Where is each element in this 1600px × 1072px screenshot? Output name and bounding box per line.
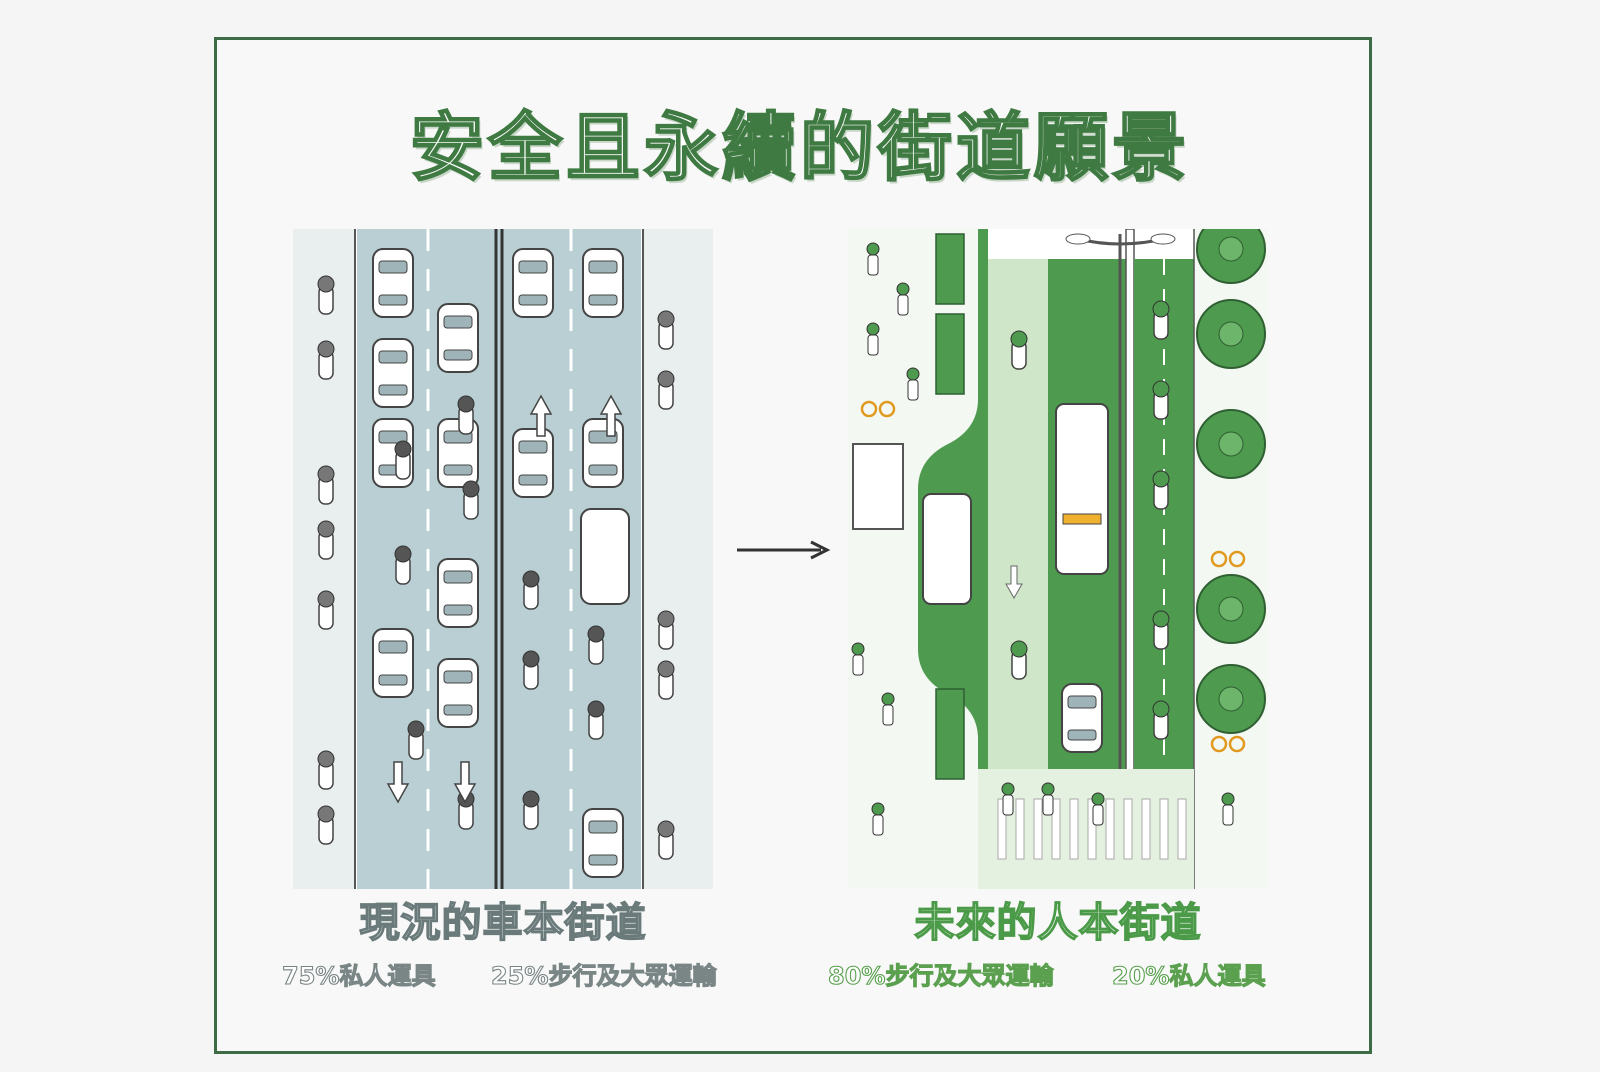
van-icon <box>922 493 972 605</box>
scooter-icon <box>317 340 335 380</box>
scooter-icon <box>1152 470 1170 510</box>
car-icon <box>512 248 554 318</box>
scooter-icon <box>1152 610 1170 650</box>
pedestrian-icon <box>1221 792 1235 826</box>
car-icon <box>372 628 414 698</box>
scooter-icon <box>457 395 475 435</box>
future-private-share: 20%私人運具 <box>1111 961 1266 990</box>
scooter-icon <box>394 545 412 585</box>
pedestrian-icon <box>866 242 880 276</box>
car-icon <box>437 558 479 628</box>
scooter-icon <box>1010 640 1028 680</box>
scooter-icon <box>394 440 412 480</box>
pedestrian-icon <box>871 802 885 836</box>
bicycle-icon <box>1210 735 1246 753</box>
tree-icon <box>1196 409 1266 479</box>
scooter-icon <box>1010 330 1028 370</box>
scooter-icon <box>1152 300 1170 340</box>
car-icon <box>372 248 414 318</box>
future-street-caption: 未來的人本街道 <box>914 899 1202 947</box>
pedestrian-icon <box>866 322 880 356</box>
car-icon <box>372 338 414 408</box>
tree-icon <box>1196 299 1266 369</box>
scooter-icon <box>317 275 335 315</box>
pedestrian-icon <box>851 642 865 676</box>
scooter-icon <box>657 370 675 410</box>
scooter-icon <box>407 720 425 760</box>
car-icon <box>437 658 479 728</box>
scooter-icon <box>587 625 605 665</box>
bus-icon <box>1055 403 1109 575</box>
car-icon <box>1061 683 1103 753</box>
scooter-icon <box>522 650 540 690</box>
bicycle-icon <box>860 400 896 418</box>
car-icon <box>582 248 624 318</box>
scooter-icon <box>317 465 335 505</box>
pedestrian-icon <box>906 367 920 401</box>
scooter-icon <box>317 750 335 790</box>
scooter-icon <box>1152 700 1170 740</box>
current-street-illustration <box>293 229 713 889</box>
car-icon <box>582 808 624 878</box>
car-icon <box>582 418 624 488</box>
scooter-icon <box>657 610 675 650</box>
car-icon <box>437 418 479 488</box>
future-public-share: 80%步行及大眾運輸 <box>827 961 1054 990</box>
pedestrian-icon <box>1041 782 1055 816</box>
scooter-icon <box>657 820 675 860</box>
bicycle-icon <box>1210 550 1246 568</box>
diagram-title: 安全且永續的街道願景 <box>409 104 1190 192</box>
scooter-icon <box>657 660 675 700</box>
scooter-icon <box>317 590 335 630</box>
current-public-share: 25%步行及大眾運輸 <box>490 961 717 990</box>
tree-icon <box>1196 574 1266 644</box>
tree-icon <box>1196 229 1266 284</box>
scooter-icon <box>522 790 540 830</box>
transition-arrow <box>735 540 835 564</box>
van-icon <box>580 508 630 605</box>
current-private-share: 75%私人運具 <box>281 961 436 990</box>
scooter-icon <box>317 520 335 560</box>
current-street-caption: 現況的車本街道 <box>359 899 647 947</box>
pedestrian-icon <box>1091 792 1105 826</box>
car-icon <box>437 303 479 373</box>
scooter-icon <box>1152 380 1170 420</box>
pedestrian-icon <box>896 282 910 316</box>
scooter-icon <box>587 700 605 740</box>
scooter-icon <box>317 805 335 845</box>
scooter-icon <box>462 480 480 520</box>
pedestrian-icon <box>1001 782 1015 816</box>
car-icon <box>512 428 554 498</box>
pedestrian-icon <box>881 692 895 726</box>
future-street-illustration <box>848 229 1268 889</box>
scooter-icon <box>657 310 675 350</box>
scooter-icon <box>522 570 540 610</box>
tree-icon <box>1196 664 1266 734</box>
